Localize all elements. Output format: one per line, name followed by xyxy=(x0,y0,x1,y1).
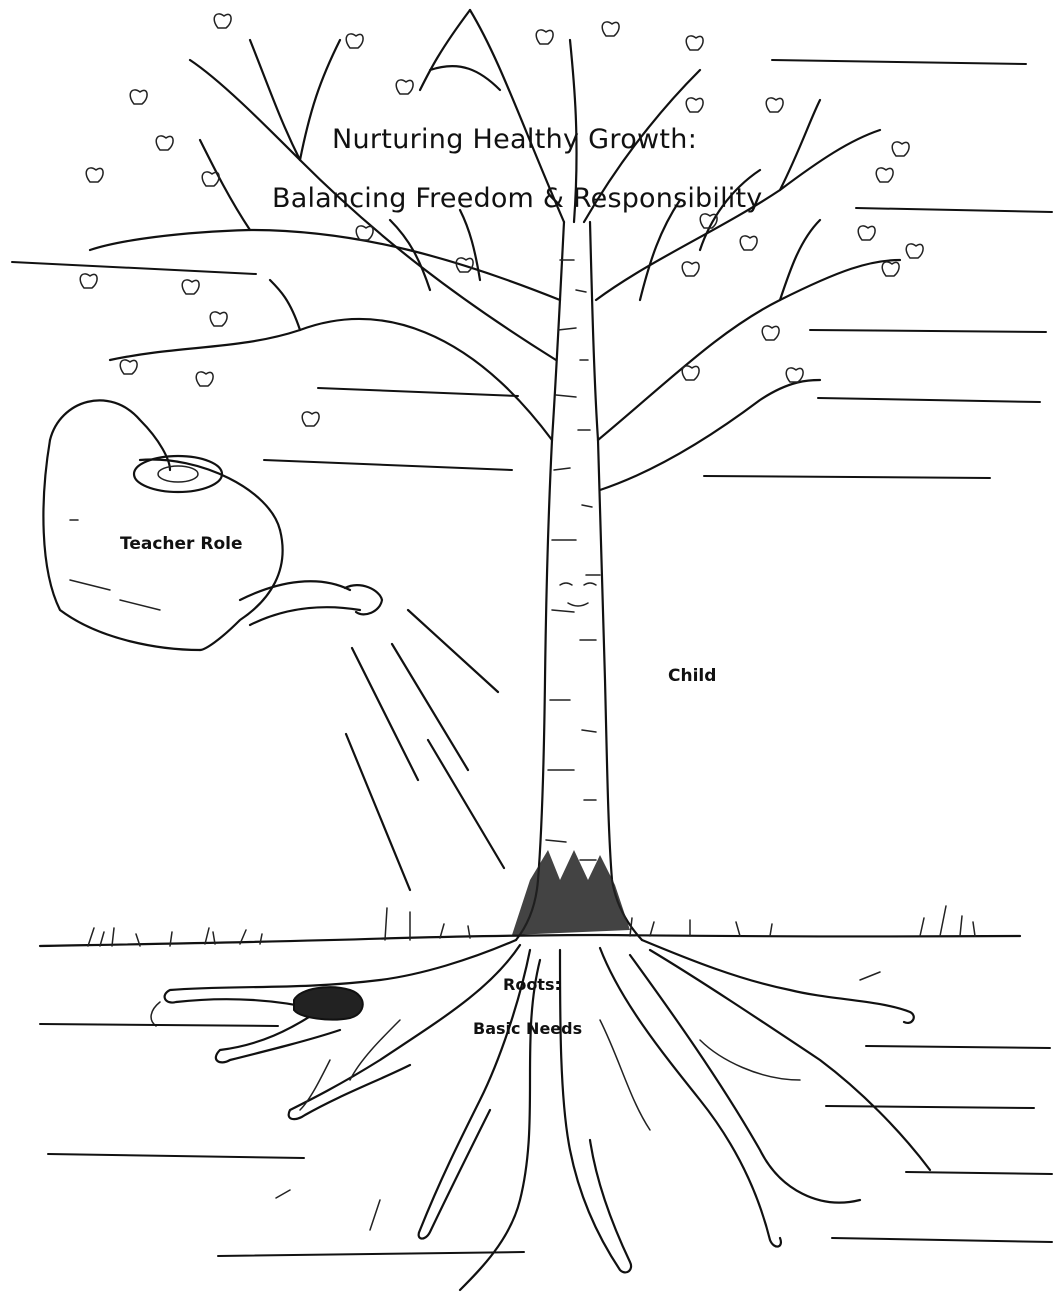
tree-branches xyxy=(90,10,900,490)
answer-blank xyxy=(40,1024,278,1026)
answer-blank xyxy=(818,398,1040,402)
answer-blank xyxy=(704,476,990,478)
diagram-title-line2: Balancing Freedom & Responsibility xyxy=(272,183,762,214)
diagram-title-line1: Nurturing Healthy Growth: xyxy=(332,124,697,155)
answer-blank xyxy=(826,1106,1034,1108)
leaves xyxy=(80,14,923,426)
answer-blanks xyxy=(12,60,1052,1256)
roots-label: Roots: xyxy=(503,975,561,994)
answer-blank xyxy=(832,1238,1052,1242)
tree-trunk xyxy=(512,222,642,940)
watering-can-icon xyxy=(43,400,382,650)
answer-blank xyxy=(318,388,518,396)
answer-blank xyxy=(906,1172,1052,1174)
teacher-role-label: Teacher Role xyxy=(120,534,242,554)
water-stream xyxy=(346,610,504,890)
rock-icon xyxy=(294,987,363,1019)
answer-blank xyxy=(218,1252,524,1256)
answer-blank xyxy=(12,262,256,274)
basic-needs-label: Basic Needs xyxy=(473,1019,582,1038)
answer-blank xyxy=(48,1154,304,1158)
answer-blank xyxy=(866,1046,1050,1048)
child-label: Child xyxy=(668,666,716,686)
answer-blank xyxy=(810,330,1046,332)
answer-blank xyxy=(856,208,1052,212)
answer-blank xyxy=(772,60,1026,64)
answer-blank xyxy=(264,460,512,470)
